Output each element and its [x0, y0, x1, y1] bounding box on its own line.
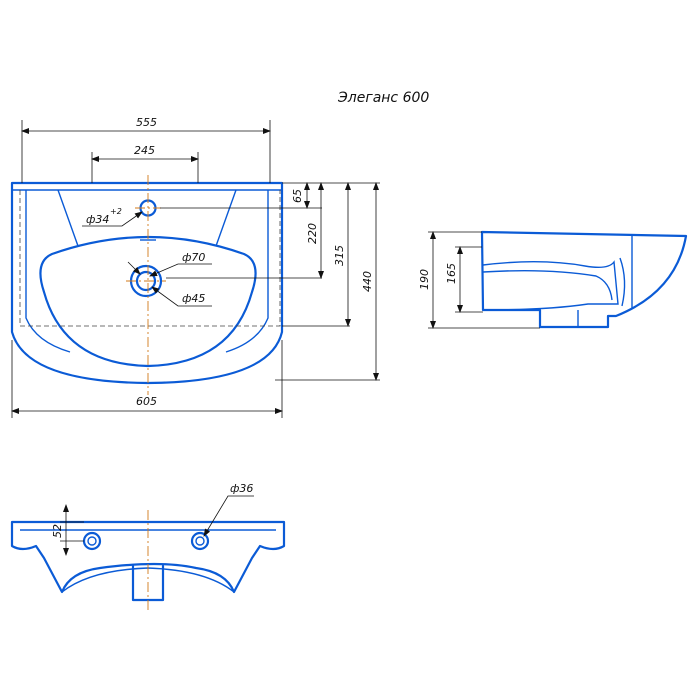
rear-view: [10, 510, 286, 612]
mount-hole-left: [82, 531, 102, 551]
rear-view-dimensions: 52 ф36: [51, 482, 254, 556]
deck-line-left: [57, 189, 79, 247]
label-tap-hole: ф34: [86, 213, 109, 226]
deck-line-right: [215, 189, 237, 247]
dim-label-190: 190: [418, 269, 431, 290]
basin-outline-outer: [10, 181, 284, 385]
side-profile-inner-bowl: [482, 269, 613, 301]
dim-label-440: 440: [361, 271, 374, 292]
side-view: [480, 230, 688, 329]
drain-hole-inner: [135, 270, 157, 292]
top-view-dimensions: 555 245 65 220 315 440 605 ф34 +2: [11, 116, 380, 418]
dim-label-245: 245: [134, 144, 155, 157]
top-view: [10, 175, 284, 395]
dim-label-315: 315: [333, 245, 346, 266]
leader-mount-hole: [203, 495, 254, 537]
label-drain-outer: ф70: [182, 251, 205, 264]
mount-hole-right-inner: [195, 536, 205, 546]
side-profile-basin: [482, 260, 619, 311]
basin-rim-left: [25, 190, 71, 353]
dim-label-165: 165: [445, 263, 458, 284]
side-profile-rim: [619, 257, 626, 307]
leader-drain-outer: [149, 263, 212, 277]
leader-tap-hole: [82, 211, 143, 227]
rear-profile-outer: [10, 520, 286, 594]
basin-rim-right: [225, 190, 269, 353]
bowl-outline: [39, 235, 257, 368]
dim-label-220: 220: [306, 223, 319, 244]
side-profile-outer: [480, 230, 688, 329]
dim-label-52: 52: [51, 524, 64, 538]
mount-hole-right: [190, 531, 210, 551]
hidden-wall-line: [19, 190, 281, 327]
dim-label-605: 605: [136, 395, 157, 408]
side-view-dimensions: 190 165: [418, 231, 540, 329]
dim-label-65: 65: [291, 189, 304, 203]
label-tap-hole-tolerance: +2: [110, 207, 122, 216]
dim-label-555: 555: [136, 116, 157, 129]
drawing-title: Элеганс 600: [337, 90, 429, 106]
label-drain-inner: ф45: [182, 292, 205, 305]
label-mount-hole: ф36: [230, 482, 253, 495]
leader-drain-inner: [151, 286, 212, 307]
mount-hole-left-inner: [87, 536, 97, 546]
